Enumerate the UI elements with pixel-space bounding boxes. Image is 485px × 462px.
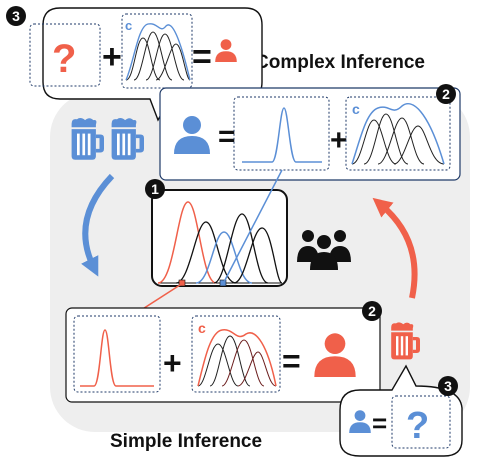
group-icon [297,230,351,270]
complex-inference-title: Complex Inference [255,52,425,73]
blue-connector-line [223,169,283,283]
svg-text:2: 2 [442,86,450,102]
context-box [121,13,193,89]
context-gaussians [125,23,191,81]
step-badge-1: 1 [145,179,165,199]
step-badge-2-bottom: 2 [362,301,382,321]
equals-sign: = [282,343,301,379]
user-distribution-box [233,96,330,171]
plus-sign: + [102,38,122,76]
blue-curved-arrow [81,173,115,277]
blue-user-gaussian [242,107,322,163]
user-distribution-box [73,315,161,393]
black-gaussian [175,221,237,284]
context-box [345,96,451,171]
step-badge-2-top: 2 [436,84,456,104]
red-sample-marker [178,279,186,287]
context-label: c [352,101,360,117]
complex-inference-panel: = + c [159,87,461,181]
simple-inference-panel: + c = [65,307,381,403]
context-box [191,315,281,393]
svg-text:3: 3 [12,8,20,24]
context-label: c [198,320,206,336]
context-gaussians [351,103,445,165]
step-badge-3-top: 3 [6,6,26,26]
plus-sign: + [163,345,182,381]
unknown-question-mark: ? [52,37,76,81]
red-gaussian [157,201,217,284]
unknown-question-mark: ? [406,405,429,447]
black-gaussian [213,213,269,284]
context-label: c [125,18,132,33]
equals-sign: = [192,38,212,76]
svg-text:1: 1 [151,181,159,197]
red-curved-arrow [372,197,418,299]
svg-text:3: 3 [444,378,452,394]
svg-text:2: 2 [368,303,376,319]
plus-sign: + [330,124,348,157]
unknown-profile-box [391,395,451,449]
equals-sign: = [372,408,387,438]
blue-sample-marker [219,279,227,287]
blue-gaussian [195,231,253,284]
step-badge-3-bottom: 3 [438,376,458,396]
simple-query-bubble: = ? [339,364,463,457]
black-gaussian [233,227,283,284]
context-gaussians [197,329,277,387]
population-mixture-panel [151,189,288,287]
red-user-gaussian [80,329,154,387]
simple-inference-title: Simple Inference [110,431,262,452]
equals-sign: = [218,120,236,153]
